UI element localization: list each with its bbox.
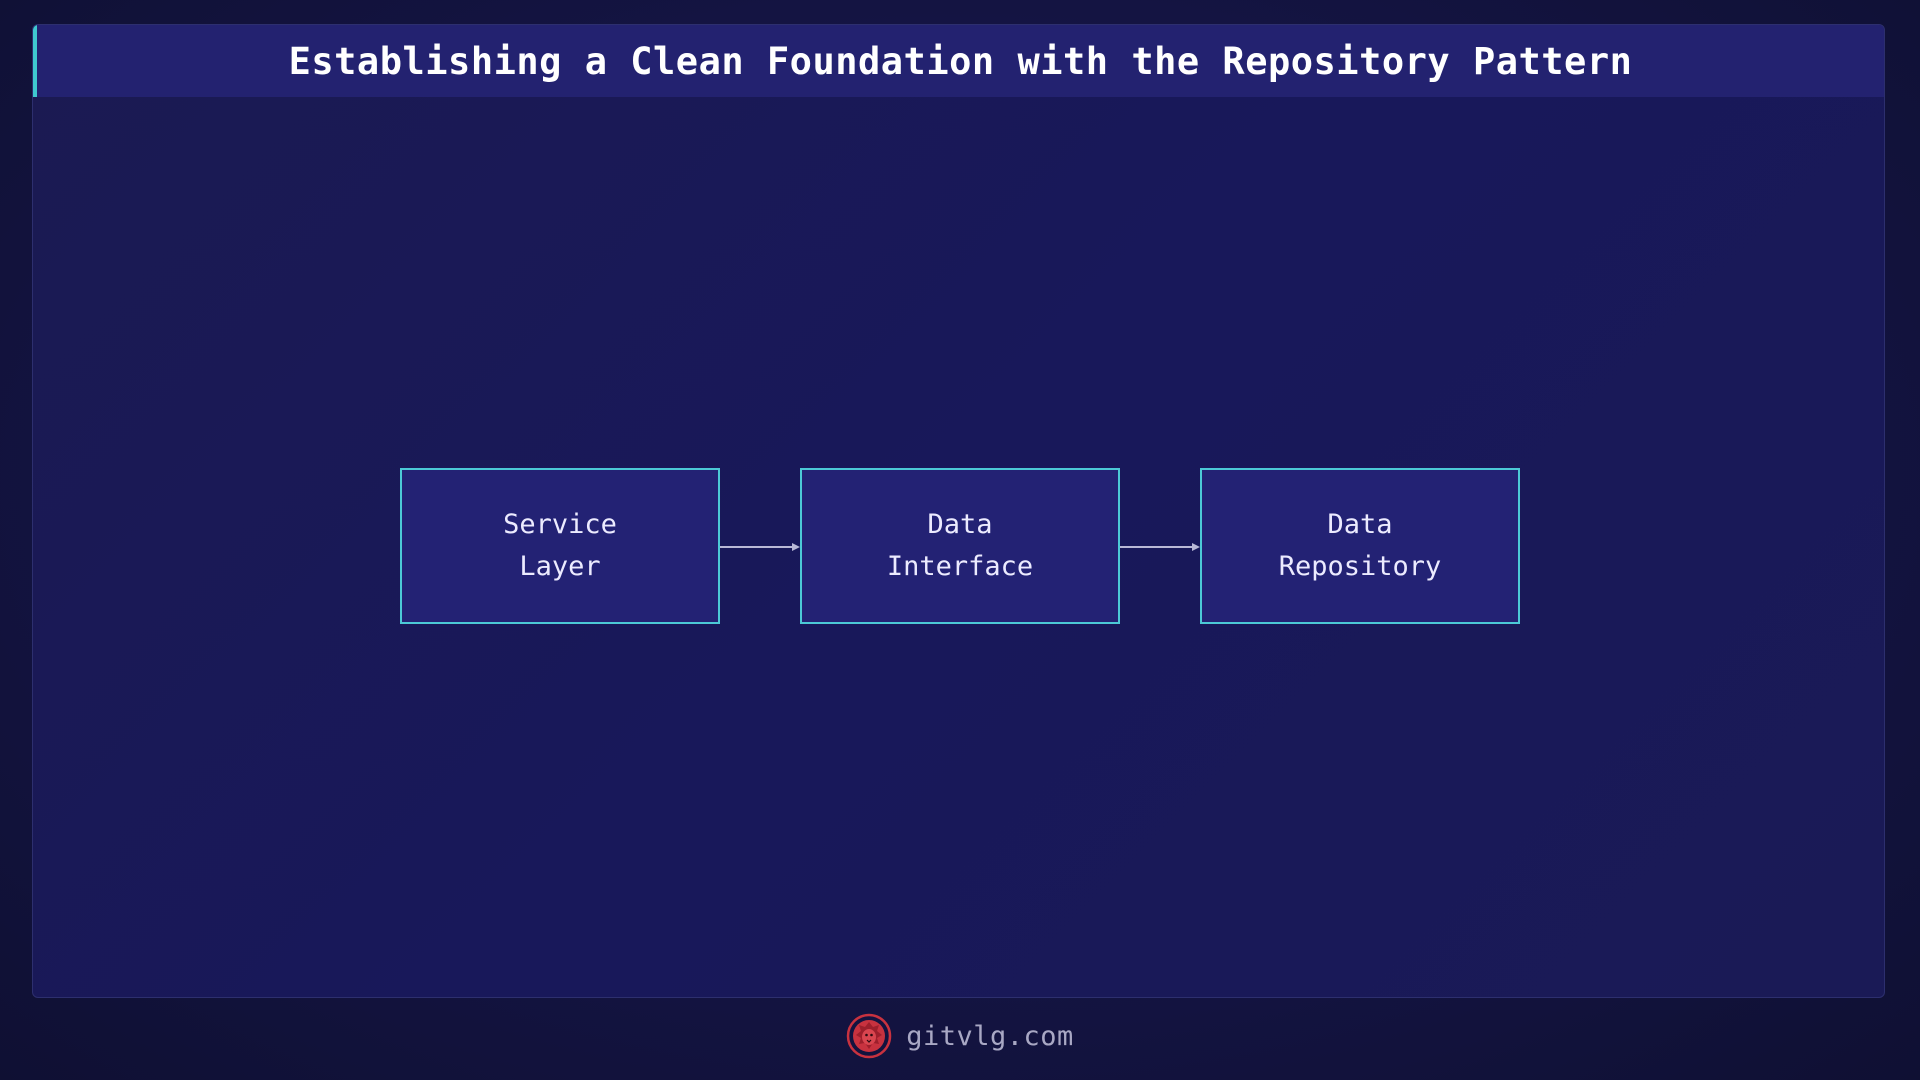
node-data-interface: Data Interface [800,468,1120,624]
arrow-interface-to-repository [1120,543,1200,551]
node-data-repository: Data Repository [1200,468,1520,624]
title-bar: Establishing a Clean Foundation with the… [33,25,1884,97]
flow-diagram: Service Layer Data Interface Data Reposi… [33,25,1884,997]
site-url[interactable]: gitvlg.com [906,1020,1074,1052]
lion-head-icon [846,1013,892,1059]
footer: gitvlg.com [0,1008,1920,1064]
arrow-service-to-interface [720,543,800,551]
node-service-layer: Service Layer [400,468,720,624]
page-title: Establishing a Clean Foundation with the… [288,39,1633,83]
content-card: Establishing a Clean Foundation with the… [32,24,1885,998]
